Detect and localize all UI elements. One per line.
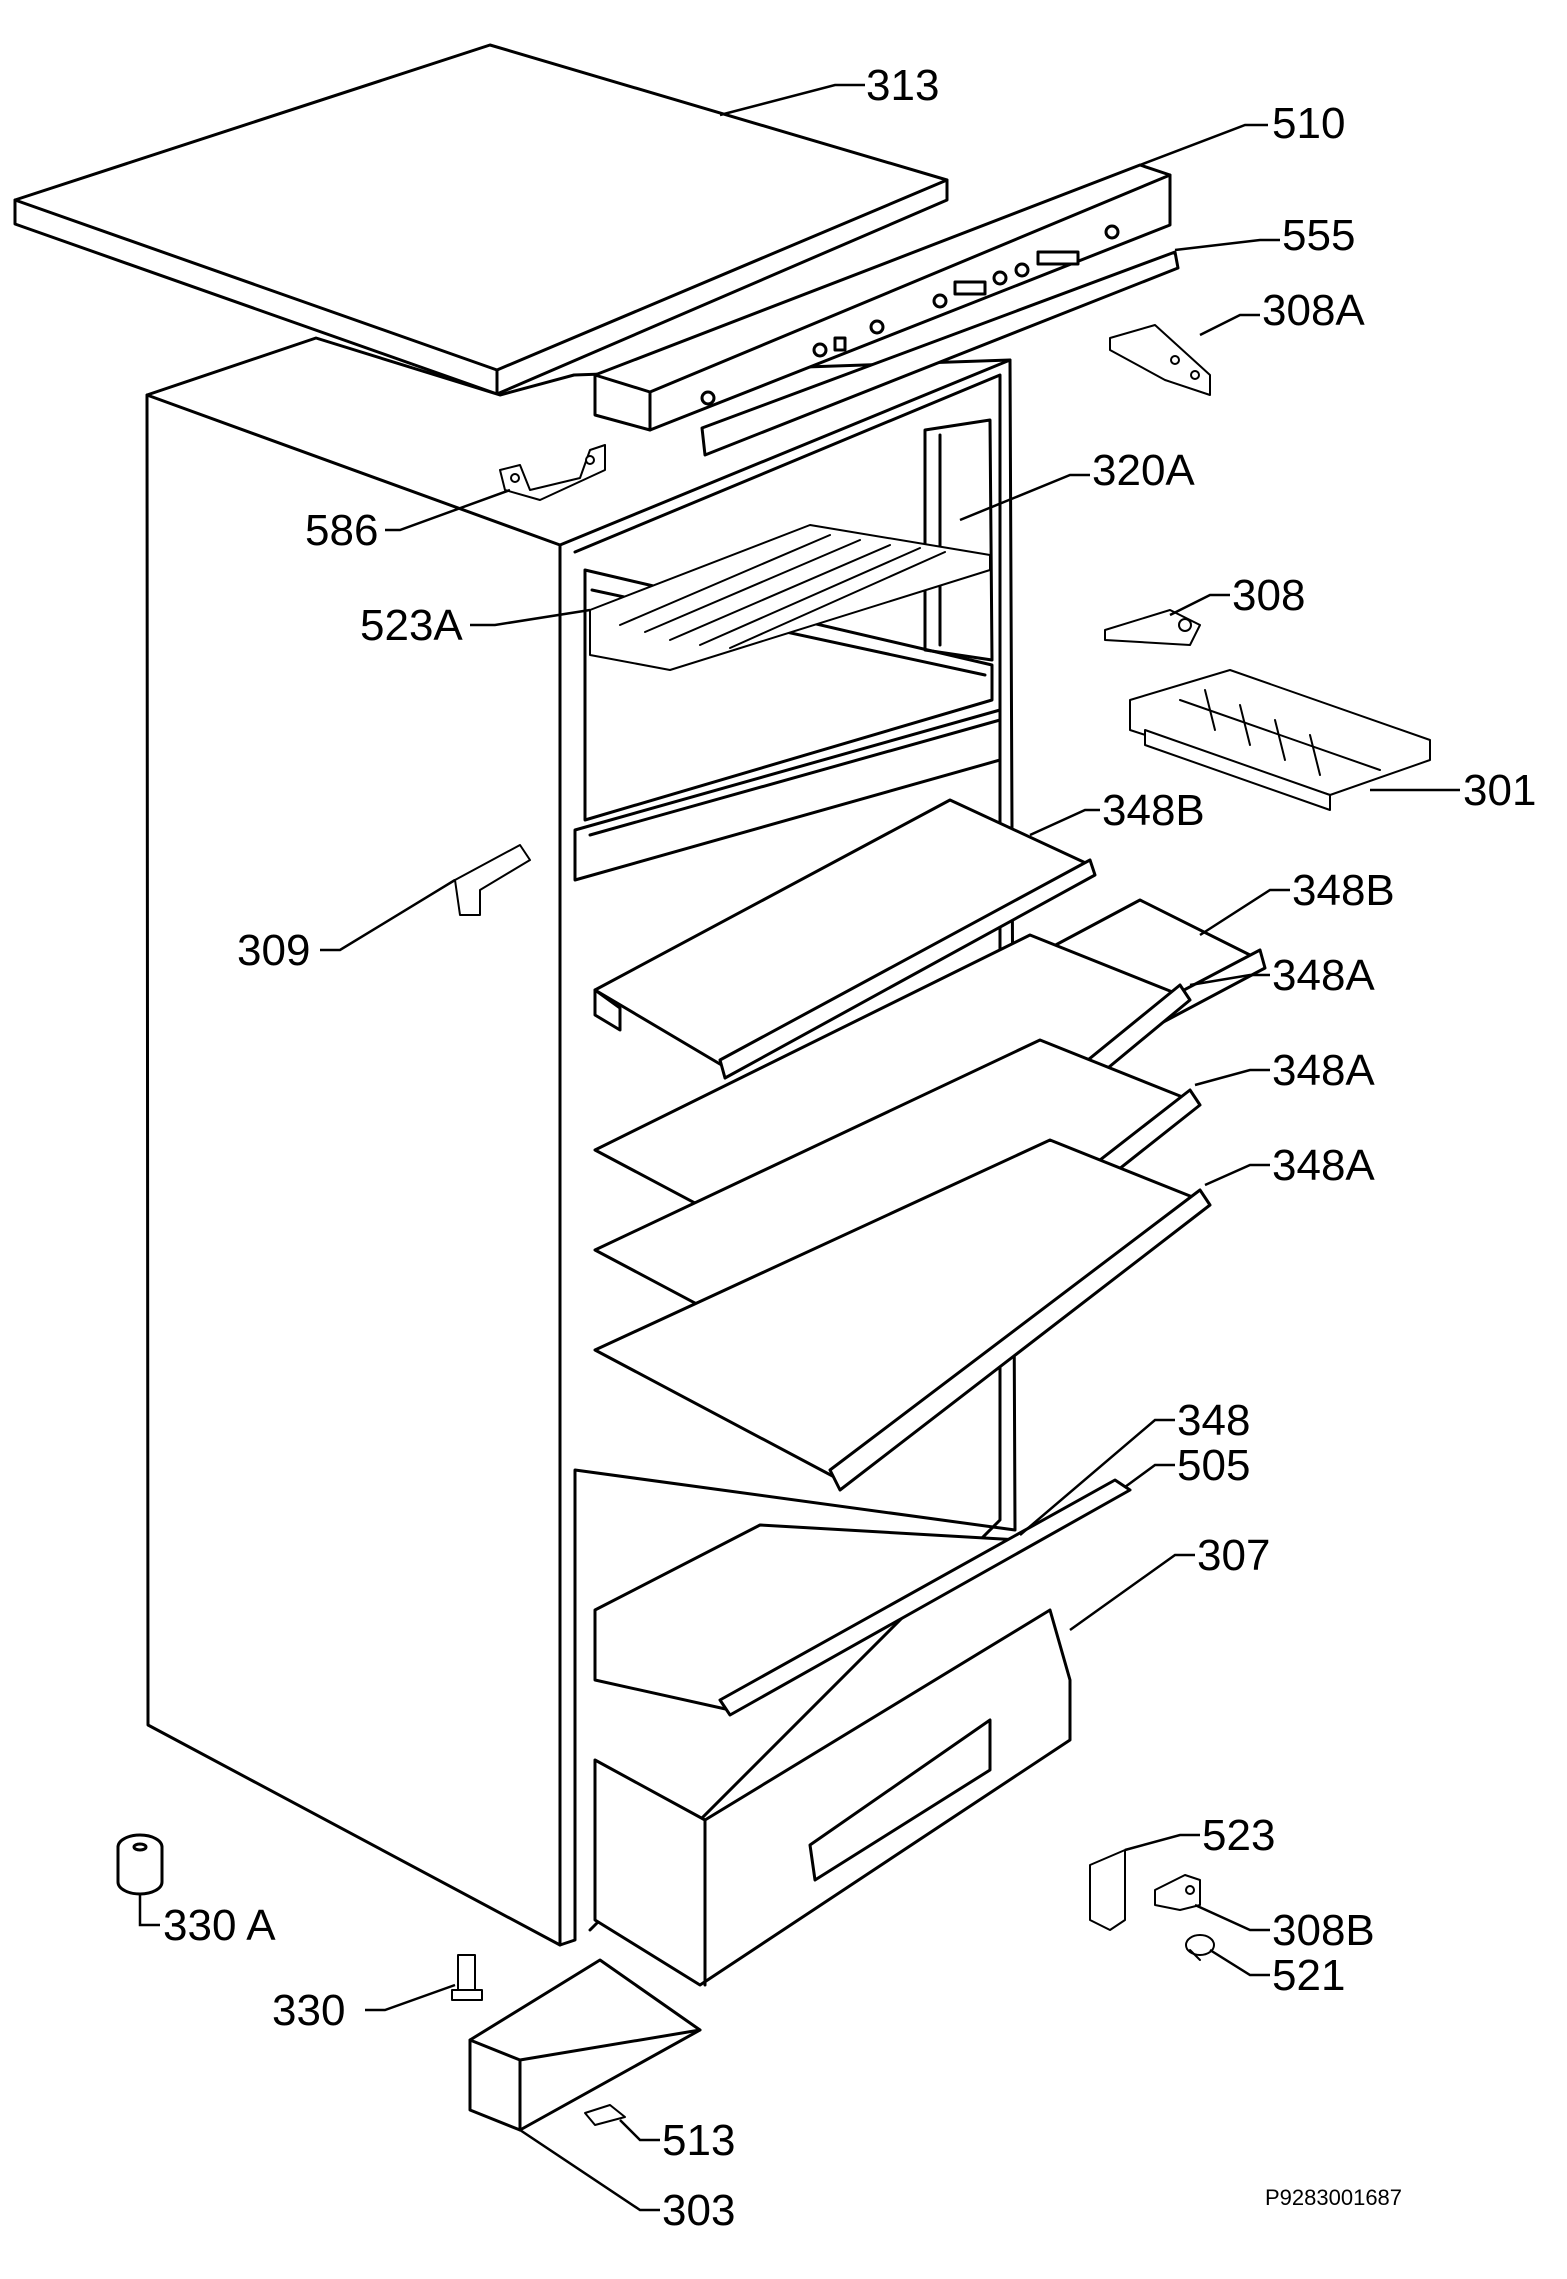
part-label-309: 309 — [237, 926, 310, 975]
trim-505 — [718, 1478, 1132, 1717]
part-label-303: 303 — [662, 2186, 735, 2235]
plinth-303 — [468, 1958, 702, 2132]
crisper-drawer-307 — [593, 1608, 1072, 1987]
part-label-348b-lower: 348B — [1292, 866, 1395, 915]
document-code: P9283001687 — [1265, 2185, 1402, 2210]
part-label-307: 307 — [1197, 1531, 1270, 1580]
part-label-330a: 330 A — [163, 1901, 276, 1950]
freezer-shelf-320a — [589, 524, 991, 671]
part-label-348a-3: 348A — [1272, 1141, 1375, 1190]
part-label-348a-1: 348A — [1272, 951, 1375, 1000]
hinge-308b — [1154, 1874, 1201, 1911]
hinge-308 — [1104, 609, 1201, 646]
part-label-521: 521 — [1272, 1951, 1345, 2000]
foot-330 — [451, 1954, 483, 2001]
shelf-348b-upper — [593, 798, 1097, 1080]
part-label-301: 301 — [1463, 766, 1536, 815]
part-label-330: 330 — [272, 1986, 345, 2035]
trim-strip-555 — [700, 250, 1180, 457]
part-label-510: 510 — [1272, 99, 1345, 148]
part-label-523a: 523A — [360, 601, 463, 650]
pad-513 — [584, 2104, 626, 2126]
part-label-523: 523 — [1202, 1811, 1275, 1860]
part-label-586: 586 — [305, 506, 378, 555]
hinge-308a — [1109, 324, 1211, 396]
part-label-308: 308 — [1232, 571, 1305, 620]
part-label-505: 505 — [1177, 1441, 1250, 1490]
part-label-513: 513 — [662, 2116, 735, 2165]
part-label-348b-upper: 348B — [1102, 786, 1205, 835]
shelf-348a-3 — [593, 1138, 1212, 1492]
clip-309 — [454, 844, 531, 916]
bracket-586 — [499, 444, 606, 501]
leader-lines — [138, 83, 1460, 2212]
part-label-320a: 320A — [1092, 446, 1195, 495]
part-label-313: 313 — [866, 61, 939, 110]
part-label-308a: 308A — [1262, 286, 1365, 335]
part-label-348: 348 — [1177, 1396, 1250, 1445]
foot-330a — [116, 1833, 164, 1896]
top-cover-313 — [13, 43, 949, 396]
part-label-555: 555 — [1282, 211, 1355, 260]
cabinet-body — [145, 336, 1017, 1947]
cap-521 — [1185, 1934, 1215, 1961]
bracket-523 — [1089, 1849, 1126, 1931]
part-label-348a-2: 348A — [1272, 1046, 1375, 1095]
part-label-308b: 308B — [1272, 1906, 1375, 1955]
ice-tray-301 — [1129, 669, 1431, 811]
